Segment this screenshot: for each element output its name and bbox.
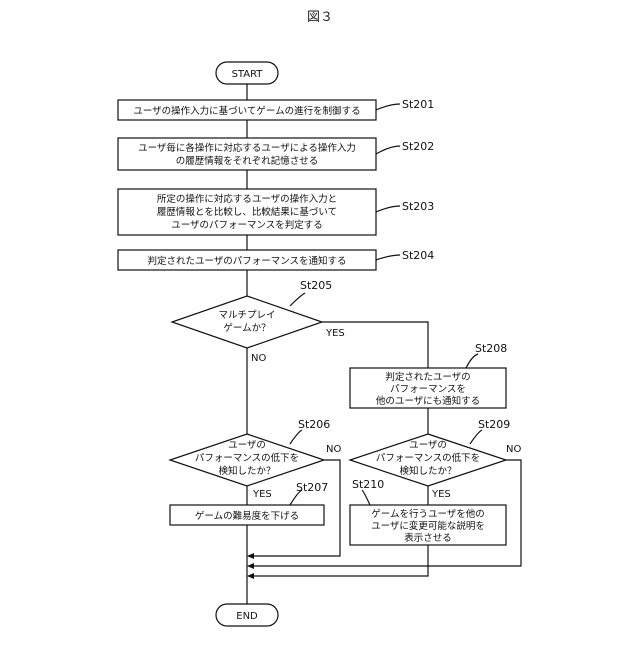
step-st203-text-3: ユーザのパフォーマンスを判定する <box>171 219 323 231</box>
step-st202-text-2: の履歴情報をそれぞれ記憶させる <box>176 155 319 167</box>
step-st201-id: St201 <box>402 98 434 111</box>
decision-st206-leader <box>290 430 302 444</box>
arrowhead-icon <box>247 553 254 559</box>
decision-st206-id: St206 <box>298 418 330 431</box>
figure-title: 図３ <box>0 6 640 25</box>
decision-st209-text-3: 検知したか？ <box>399 465 456 477</box>
decision-st206-text-3: 検知したか？ <box>218 465 275 477</box>
step-st208-text-1: 判定されたユーザの <box>385 371 470 383</box>
step-st203-text-2: 履歴情報とを比較し、比較結果に基づいて <box>157 206 337 218</box>
step-st203-text-1: 所定の操作に対応するユーザの操作入力と <box>157 193 337 205</box>
st205-no-label: NO <box>251 353 266 364</box>
decision-st205 <box>172 296 322 348</box>
step-st202-leader <box>376 146 400 154</box>
decision-st206-text-2: パフォーマンスの低下を <box>195 452 299 464</box>
step-st207-id: St207 <box>296 481 328 494</box>
step-st202-id: St202 <box>402 140 434 153</box>
step-st210-text-2: ユーザに変更可能な説明を <box>371 520 485 532</box>
decision-st206-text-1: ユーザの <box>228 440 266 451</box>
st209-yes-label: YES <box>431 489 451 500</box>
step-st203-leader <box>376 206 400 212</box>
step-st201-leader <box>376 104 400 110</box>
step-st208-text-3: 他のユーザにも通知する <box>376 395 480 407</box>
step-st208-id: St208 <box>475 342 507 355</box>
step-st203-id: St203 <box>402 200 434 213</box>
flow-line <box>248 545 428 576</box>
decision-st205-leader <box>290 293 305 306</box>
step-st202-text-1: ユーザ毎に各操作に対応するユーザによる操作入力 <box>138 142 356 154</box>
step-st210-id: St210 <box>352 478 384 491</box>
arrowhead-icon <box>247 573 254 579</box>
step-st207-text: ゲームの難易度を下げる <box>195 510 299 522</box>
step-st204-text: 判定されたユーザのパフォーマンスを通知する <box>147 255 346 267</box>
decision-st205-text-2: ゲームか？ <box>223 322 270 334</box>
st205-yes-label: YES <box>325 328 345 339</box>
end-label: END <box>236 611 258 622</box>
decision-st209-text-2: パフォーマンスの低下を <box>376 452 480 464</box>
st206-yes-label: YES <box>252 489 272 500</box>
step-st208-leader <box>466 354 478 368</box>
decision-st205-id: St205 <box>300 279 332 292</box>
step-st201-text: ユーザの操作入力に基づいてゲームの進行を制御する <box>133 105 360 117</box>
step-st204-leader <box>376 255 400 260</box>
step-st208-text-2: パフォーマンスを <box>390 384 466 395</box>
decision-st209-text-1: ユーザの <box>409 440 447 451</box>
start-label: START <box>232 69 264 80</box>
step-st204-id: St204 <box>402 249 434 262</box>
arrowhead-icon <box>247 563 254 569</box>
st206-no-label: NO <box>326 444 341 455</box>
step-st210-leader <box>362 490 370 505</box>
st209-no-label: NO <box>506 444 521 455</box>
step-st210-text-1: ゲームを行うユーザを他の <box>371 508 485 520</box>
decision-st205-text-1: マルチプレイ <box>218 310 275 321</box>
decision-st209-id: St209 <box>478 418 510 431</box>
decision-st209-leader <box>470 430 482 444</box>
step-st210-text-3: 表示させる <box>404 532 452 544</box>
